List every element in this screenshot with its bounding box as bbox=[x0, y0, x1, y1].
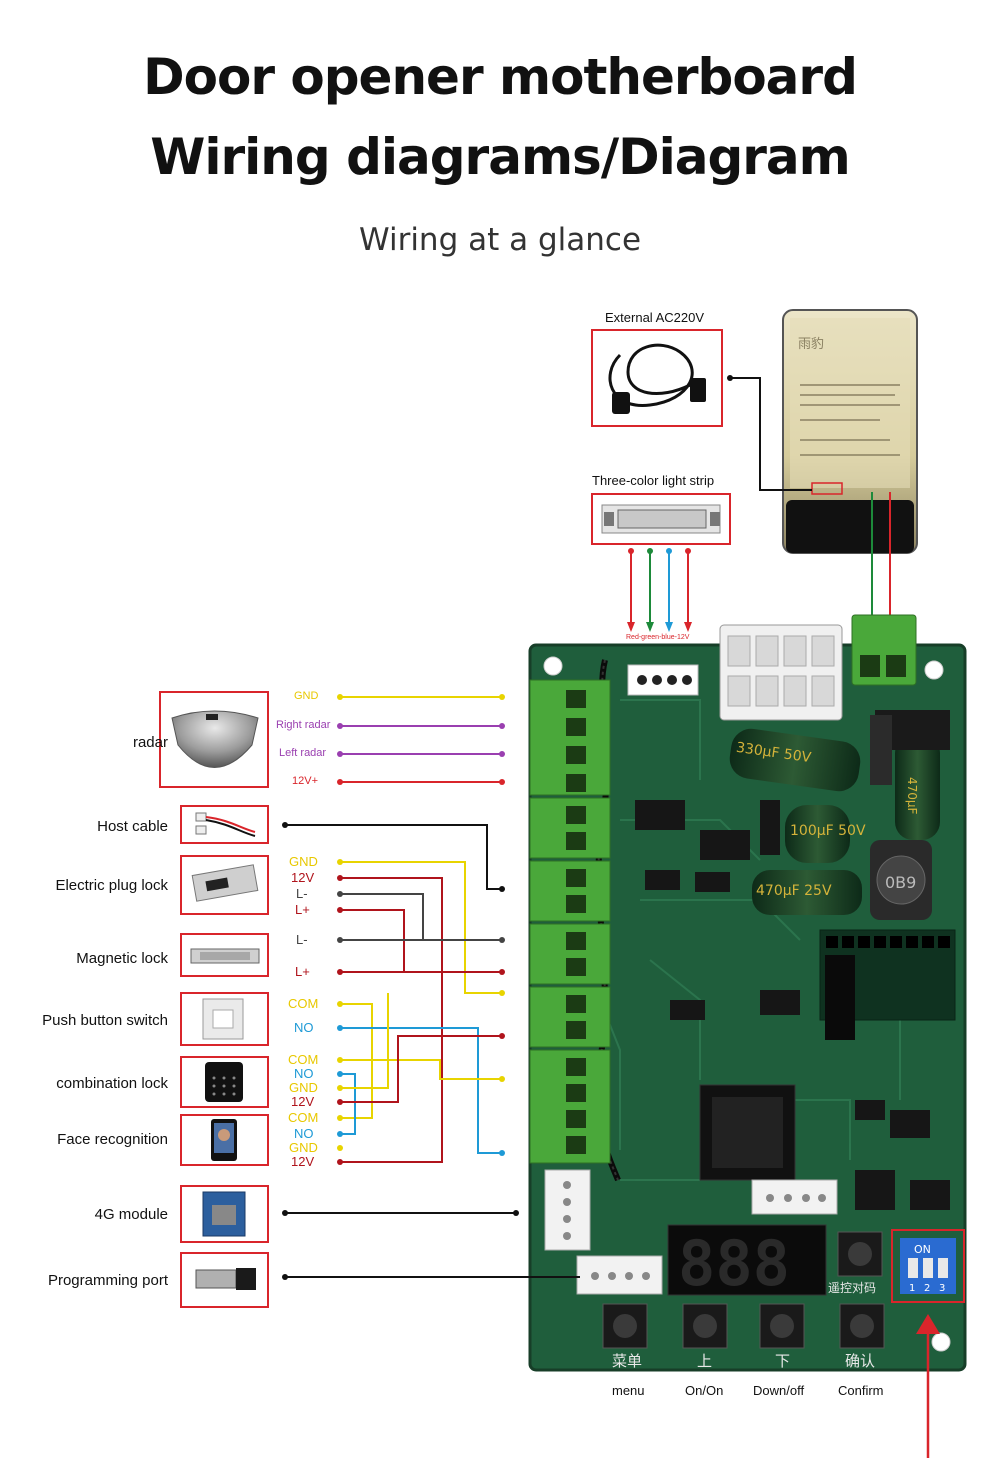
wire-label: L+ bbox=[295, 964, 310, 979]
wire-label: NO bbox=[294, 1126, 314, 1141]
wire-label: GND bbox=[294, 690, 319, 702]
device-label-push-button: Push button switch bbox=[42, 1012, 168, 1029]
cap-label-4: 470μF bbox=[905, 777, 919, 815]
device-label-face-recognition: Face recognition bbox=[57, 1131, 168, 1148]
wire-label: COM bbox=[288, 996, 319, 1011]
wire-label: L- bbox=[296, 932, 308, 947]
dip-num-3: 3 bbox=[939, 1283, 945, 1294]
dip-num-1: 1 bbox=[909, 1283, 915, 1294]
title-line-2: Wiring diagrams/Diagram bbox=[150, 128, 851, 186]
radar-device-image bbox=[159, 691, 269, 788]
pcb-menu-text: 菜单 bbox=[612, 1352, 642, 1370]
device-label-host-cable: Host cable bbox=[97, 818, 168, 835]
button-label-on: On/On bbox=[685, 1383, 724, 1398]
programming-port-image bbox=[180, 1252, 269, 1308]
device-label-4g-module: 4G module bbox=[94, 1206, 168, 1223]
light-strip-box bbox=[591, 493, 731, 545]
wire-label: NO bbox=[294, 1020, 314, 1035]
wire-label: L- bbox=[296, 886, 308, 901]
pcb-down-text: 下 bbox=[775, 1352, 790, 1370]
power-supply: 雨豹 bbox=[782, 309, 918, 554]
wire-label: L+ bbox=[295, 902, 310, 917]
device-label-programming-port: Programming port bbox=[47, 1272, 168, 1289]
dip-num-2: 2 bbox=[924, 1283, 930, 1294]
inductor-label: 0B9 bbox=[885, 873, 916, 892]
wire-label: GND bbox=[289, 854, 318, 869]
subtitle: Wiring at a glance bbox=[358, 222, 642, 258]
pcb-up-text: 上 bbox=[697, 1352, 712, 1370]
pcb-remote-text: 遥控对码 bbox=[828, 1281, 876, 1295]
cap-label-3: 470μF 25V bbox=[756, 883, 832, 899]
cap-label-2: 100μF 50V bbox=[790, 823, 866, 839]
psu-brand: 雨豹 bbox=[798, 336, 824, 351]
dip-switch-frame bbox=[891, 1229, 965, 1303]
wire-label: 12V bbox=[291, 1154, 315, 1169]
device-label-magnetic-lock: Magnetic lock bbox=[76, 950, 168, 967]
ac-cable-box bbox=[591, 329, 723, 427]
wire-label: 12V+ bbox=[292, 775, 318, 787]
wires bbox=[285, 696, 580, 1278]
dip-on-label: ON bbox=[914, 1243, 931, 1256]
strip-wires bbox=[627, 548, 692, 632]
device-label-combination-lock: combination lock bbox=[56, 1075, 168, 1092]
host-cable-image bbox=[180, 805, 269, 844]
light-strip-label: Three-color light strip bbox=[592, 473, 715, 488]
control-board: 330μF 50V 100μF 50V 470μF 25V 470μF 0B9 bbox=[528, 614, 967, 1372]
button-label-confirm: Confirm bbox=[838, 1383, 884, 1398]
title-line-1: Door opener motherboard bbox=[143, 48, 858, 106]
wire-label: COM bbox=[288, 1110, 319, 1125]
electric-plug-lock-image bbox=[180, 855, 269, 915]
magnetic-lock-image bbox=[180, 933, 269, 977]
wire-label: NO bbox=[294, 1066, 314, 1081]
push-button-image bbox=[180, 992, 269, 1046]
strip-wire-labels: Red-green-blue-12V bbox=[626, 634, 690, 641]
wire-label: 12V bbox=[291, 1094, 315, 1109]
face-recognition-image bbox=[180, 1114, 269, 1166]
ac-label: External AC220V bbox=[605, 310, 705, 325]
wire-label: 12V bbox=[291, 870, 315, 885]
wire-label: GND bbox=[289, 1140, 318, 1155]
button-label-down: Down/off bbox=[753, 1383, 805, 1398]
board-buttons bbox=[602, 1231, 885, 1349]
wire-label: Right radar bbox=[276, 719, 331, 731]
seven-seg-display: 888 bbox=[678, 1227, 790, 1300]
device-label-electric-plug-lock: Electric plug lock bbox=[55, 877, 168, 894]
device-label-radar: radar bbox=[132, 734, 168, 751]
wire-label: Left radar bbox=[279, 747, 327, 759]
button-label-menu: menu bbox=[612, 1383, 645, 1398]
combination-lock-image bbox=[180, 1056, 269, 1108]
wire-label: COM bbox=[288, 1052, 319, 1067]
dip-arrow bbox=[916, 1314, 940, 1458]
wire-dots bbox=[282, 694, 519, 1280]
pcb-confirm-text: 确认 bbox=[845, 1352, 875, 1370]
4g-module-image bbox=[180, 1185, 269, 1243]
wire-label: GND bbox=[289, 1080, 318, 1095]
